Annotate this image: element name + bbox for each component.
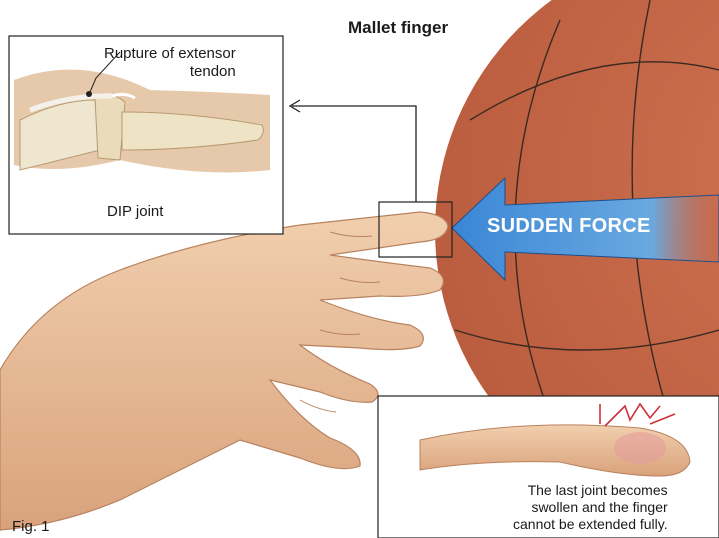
rupture-label-line1: Rupture of extensor (104, 45, 236, 63)
caption-line3: cannot be extended fully. (513, 516, 668, 533)
sudden-force-label: SUDDEN FORCE (487, 215, 651, 238)
bottom-inset-caption: The last joint becomes swollen and the f… (513, 482, 668, 533)
caption-line2: swollen and the finger (513, 499, 668, 516)
caption-line1: The last joint becomes (513, 482, 668, 499)
dip-joint-label: DIP joint (107, 203, 163, 220)
connector-arrow (290, 100, 416, 202)
figure-title: Mallet finger (348, 18, 448, 38)
rupture-label-line2: tendon (104, 63, 236, 81)
figure-number: Fig. 1 (12, 518, 50, 535)
rupture-label: Rupture of extensor tendon (104, 45, 236, 81)
